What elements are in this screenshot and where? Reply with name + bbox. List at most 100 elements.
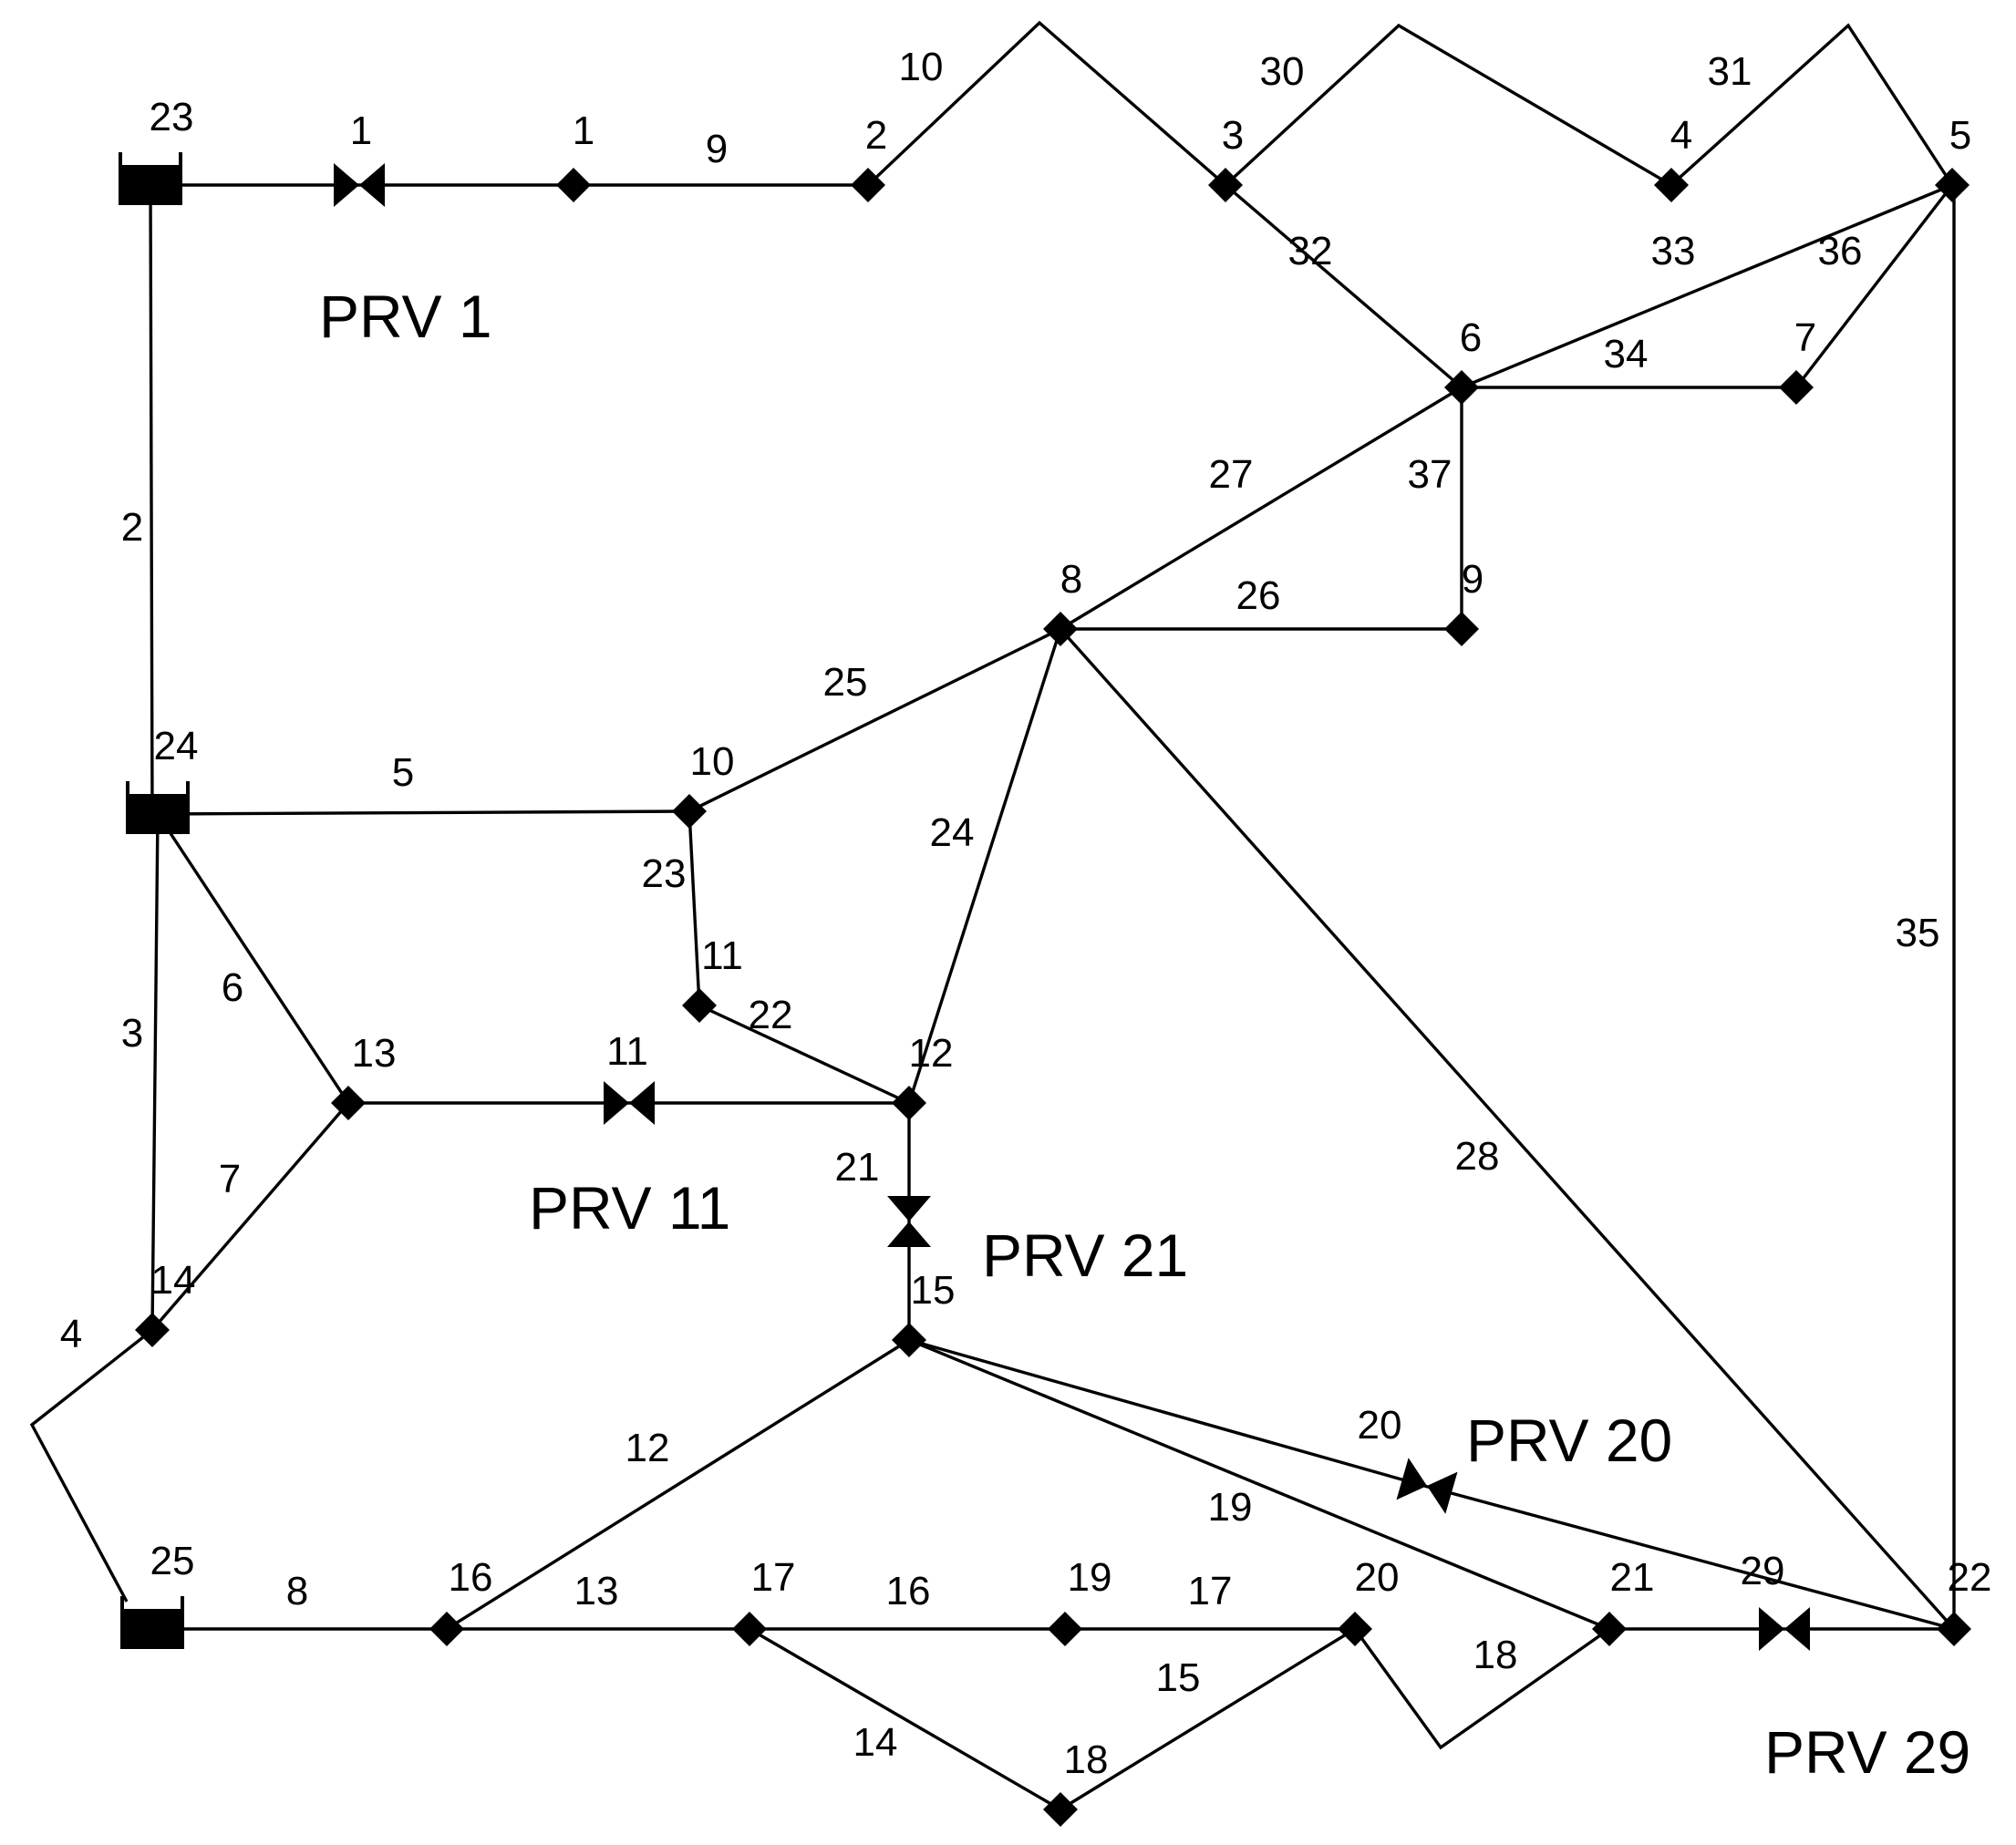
pipe-20: [908, 1338, 1425, 1488]
pipe-label: 7: [219, 1157, 241, 1201]
pipe-31: [1670, 23, 1954, 187]
junction-6-icon: [1444, 370, 1479, 405]
pipe-label: 8: [286, 1569, 308, 1613]
junction-label: 16: [449, 1555, 493, 1600]
pipe-22: [698, 1004, 910, 1105]
junction-label: 11: [701, 933, 743, 978]
junction-12-icon: [892, 1086, 926, 1120]
prv-label: PRV 1: [319, 283, 492, 350]
prv-valve-icon: [334, 163, 385, 207]
pipe-label: 37: [1408, 452, 1453, 497]
pipe-19: [908, 1338, 1610, 1631]
pipe-label: 1: [350, 108, 372, 153]
junction-label: 17: [751, 1555, 796, 1600]
pipe-label: 17: [1188, 1569, 1233, 1613]
pipe-12: [446, 1338, 910, 1631]
pipe-25: [688, 627, 1061, 813]
junction-21-icon: [1592, 1612, 1627, 1646]
pipe-label: 21: [835, 1145, 880, 1190]
junction-8-icon: [1043, 612, 1078, 646]
junction-label: 12: [909, 1031, 954, 1076]
reservoir-24-icon: [126, 781, 190, 834]
pipe-36: [1794, 183, 1954, 389]
junction-label: 5: [1949, 113, 1971, 158]
junction-1-icon: [556, 168, 591, 202]
junction-label: 19: [1068, 1555, 1112, 1600]
pipe-label: 15: [1156, 1655, 1201, 1700]
junction-10-icon: [672, 794, 707, 829]
junction-5-icon: [1935, 168, 1969, 202]
prv-valve-icon: [1759, 1607, 1810, 1651]
pipe-label: 32: [1288, 229, 1333, 273]
pipe-label: 5: [392, 750, 414, 795]
pipe-label: 36: [1818, 229, 1863, 273]
pipe-label: 16: [886, 1569, 931, 1613]
junction-label: 13: [352, 1031, 397, 1076]
reservoir-23-icon: [119, 152, 182, 205]
junction-label: 14: [151, 1258, 196, 1303]
pipe-label: 12: [625, 1426, 670, 1470]
reservoir-label: 25: [150, 1539, 195, 1583]
junction-label: 15: [911, 1268, 956, 1313]
junction-2-icon: [851, 168, 885, 202]
pipe-label: 9: [706, 127, 728, 171]
junction-22-icon: [1937, 1612, 1971, 1646]
pipe-5: [157, 809, 690, 816]
junction-13-icon: [331, 1086, 366, 1120]
pipe-label: 27: [1209, 452, 1254, 497]
nodes-layer: [119, 152, 1971, 1827]
junction-label: 2: [865, 113, 887, 158]
junction-label: 8: [1060, 557, 1082, 602]
prv-valve-icon: [887, 1196, 931, 1247]
pipe-label: 23: [642, 851, 687, 896]
pipes-layer: [29, 20, 1956, 1811]
pipe-14: [749, 1627, 1061, 1811]
pipe-label: 19: [1208, 1485, 1253, 1530]
junction-19-icon: [1048, 1612, 1082, 1646]
junction-label: 18: [1064, 1737, 1109, 1782]
junction-label: 4: [1670, 113, 1692, 158]
junction-label: 7: [1794, 315, 1816, 360]
reservoir-25-icon: [120, 1596, 184, 1649]
junction-16-icon: [429, 1612, 464, 1646]
pipe-label: 22: [749, 993, 793, 1037]
pipe-label: 10: [899, 45, 944, 89]
pipe-label: 34: [1604, 332, 1649, 376]
pipe-7: [150, 1101, 350, 1332]
pipe-28: [1059, 627, 1956, 1631]
junction-label: 22: [1948, 1555, 1992, 1600]
pipe-label: 18: [1473, 1633, 1518, 1677]
pipe-label: 11: [606, 1029, 648, 1074]
junction-11-icon: [682, 988, 717, 1023]
junction-20-icon: [1338, 1612, 1372, 1646]
pipe-label: 25: [823, 660, 868, 705]
pipe-3: [150, 813, 160, 1331]
pipe-label: 4: [60, 1312, 82, 1356]
prv-label: PRV 11: [529, 1174, 730, 1242]
pipe-18: [1353, 1627, 1610, 1750]
pipe-label: 26: [1236, 573, 1281, 618]
junction-17-icon: [732, 1612, 767, 1646]
pipe-10: [866, 20, 1227, 187]
pipe-label: 35: [1896, 911, 1940, 955]
pipe-label: 24: [930, 810, 975, 855]
pipe-23: [688, 810, 701, 1006]
pipe-label: 2: [121, 505, 143, 550]
pipe-6: [156, 813, 350, 1104]
pipe-label: 6: [222, 965, 243, 1010]
pipe-4: [29, 1328, 154, 1603]
pipe-label: 30: [1260, 49, 1305, 94]
junction-label: 1: [573, 108, 594, 153]
junction-label: 21: [1610, 1555, 1655, 1600]
junction-9-icon: [1444, 612, 1479, 646]
reservoir-label: 23: [150, 95, 194, 139]
pipe-label: 13: [574, 1569, 619, 1613]
junction-3-icon: [1208, 168, 1243, 202]
junction-label: 6: [1460, 315, 1482, 360]
prv-label: PRV 29: [1764, 1718, 1970, 1786]
junction-label: 9: [1462, 557, 1484, 602]
pipe-label: 33: [1651, 229, 1696, 273]
pipe-2: [149, 184, 154, 815]
pipe-30: [1224, 23, 1672, 187]
